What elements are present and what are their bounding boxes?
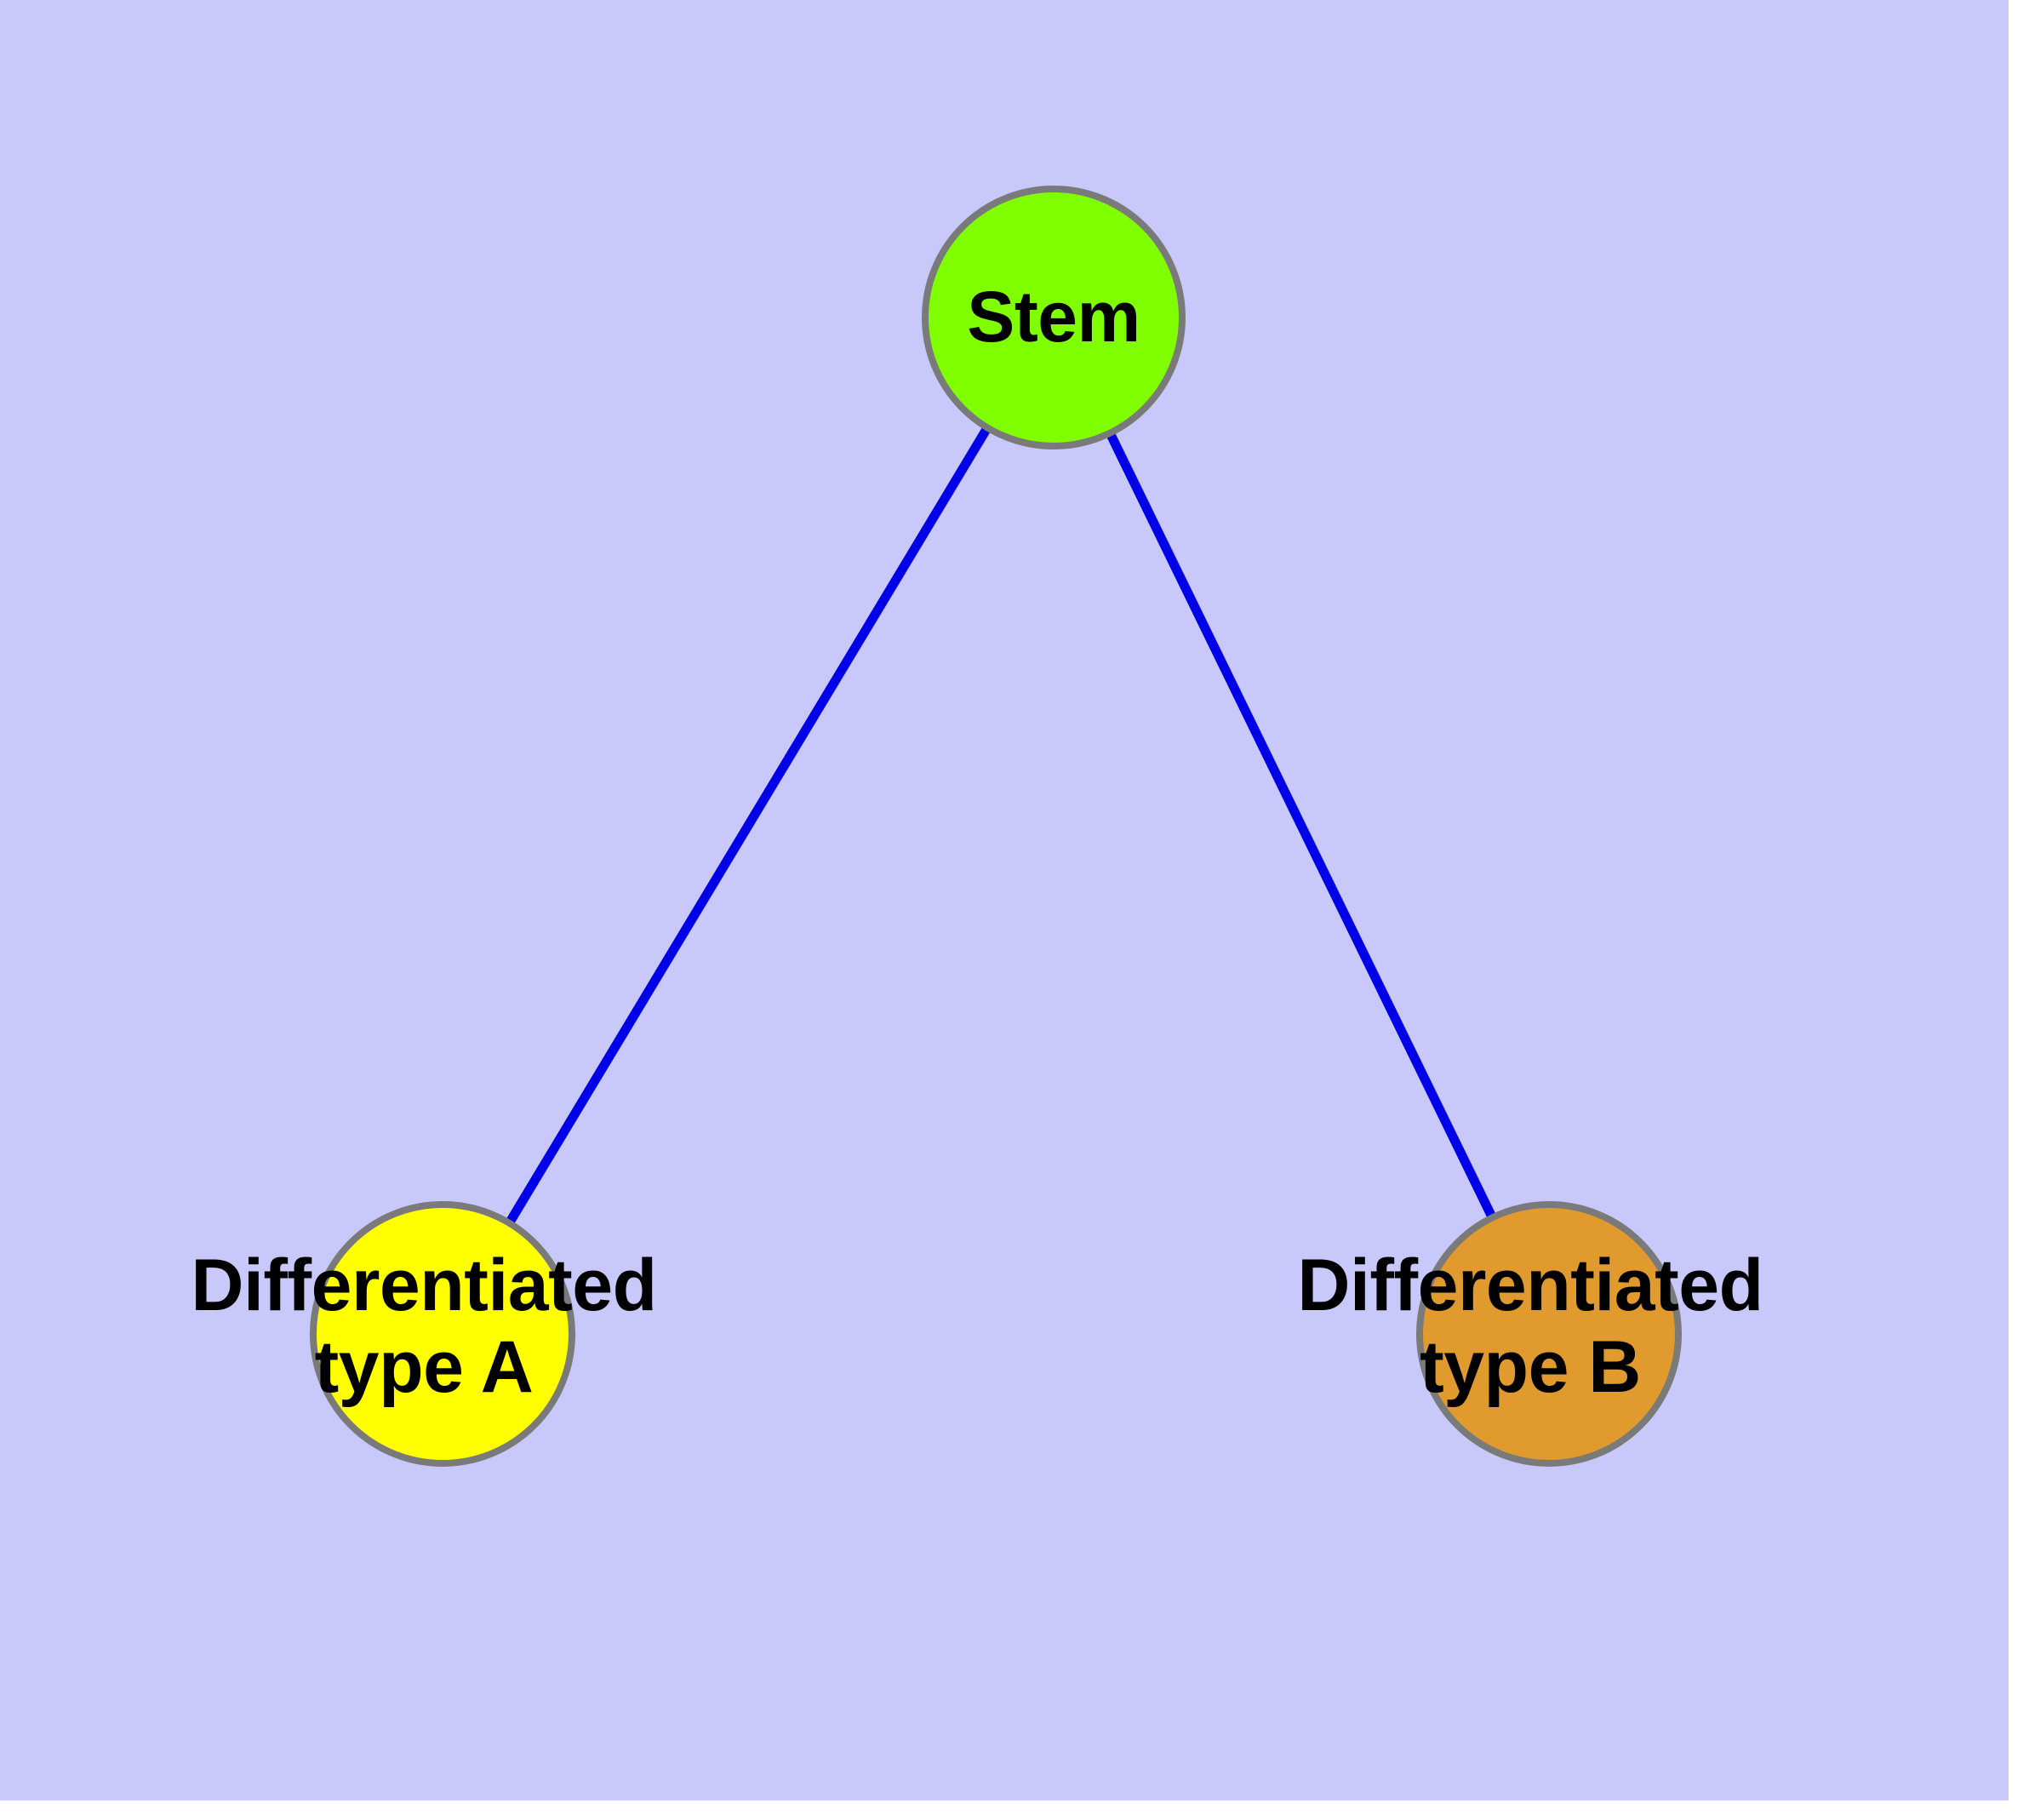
node-differentiated-type-b[interactable]: [1416, 1201, 1682, 1467]
edge-stem-to-differentiated-type-a: [438, 315, 1058, 1336]
node-differentiated-type-a[interactable]: [310, 1201, 575, 1467]
edge-layer: [438, 315, 1553, 1336]
edge-stem-to-differentiated-type-b: [1049, 315, 1553, 1336]
node-layer: [310, 186, 1682, 1467]
node-stem[interactable]: [922, 186, 1186, 449]
